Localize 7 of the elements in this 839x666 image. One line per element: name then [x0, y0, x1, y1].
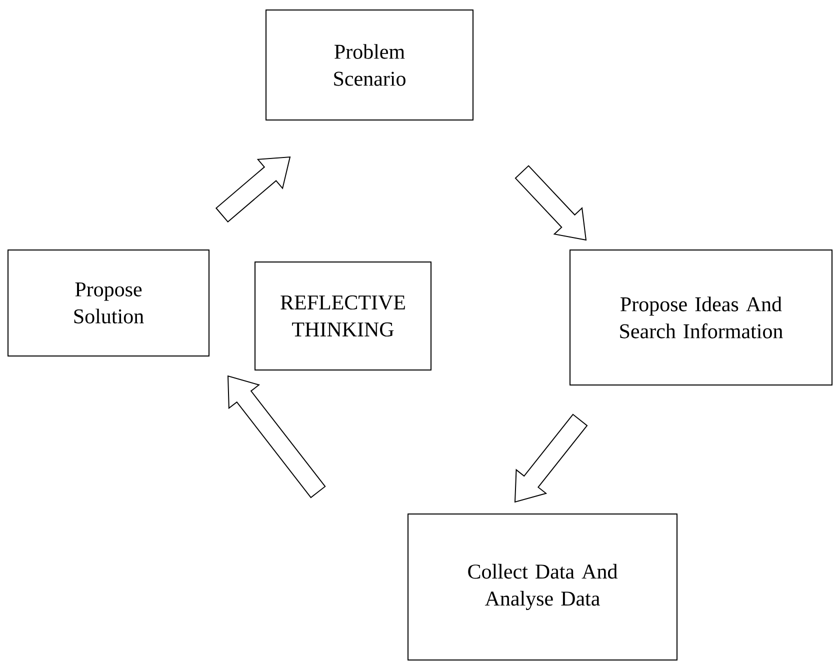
process-box: Problem Scenario — [266, 10, 474, 120]
process-box: Propose Ideas And Search Information — [570, 249, 832, 386]
process-box: Collect Data And Analyse Data — [408, 513, 678, 660]
process-box: Propose Solution — [8, 249, 210, 356]
process-box: REFLECTIVE THINKING — [254, 262, 432, 370]
block-arrow — [514, 414, 588, 503]
block-arrow — [514, 165, 587, 241]
